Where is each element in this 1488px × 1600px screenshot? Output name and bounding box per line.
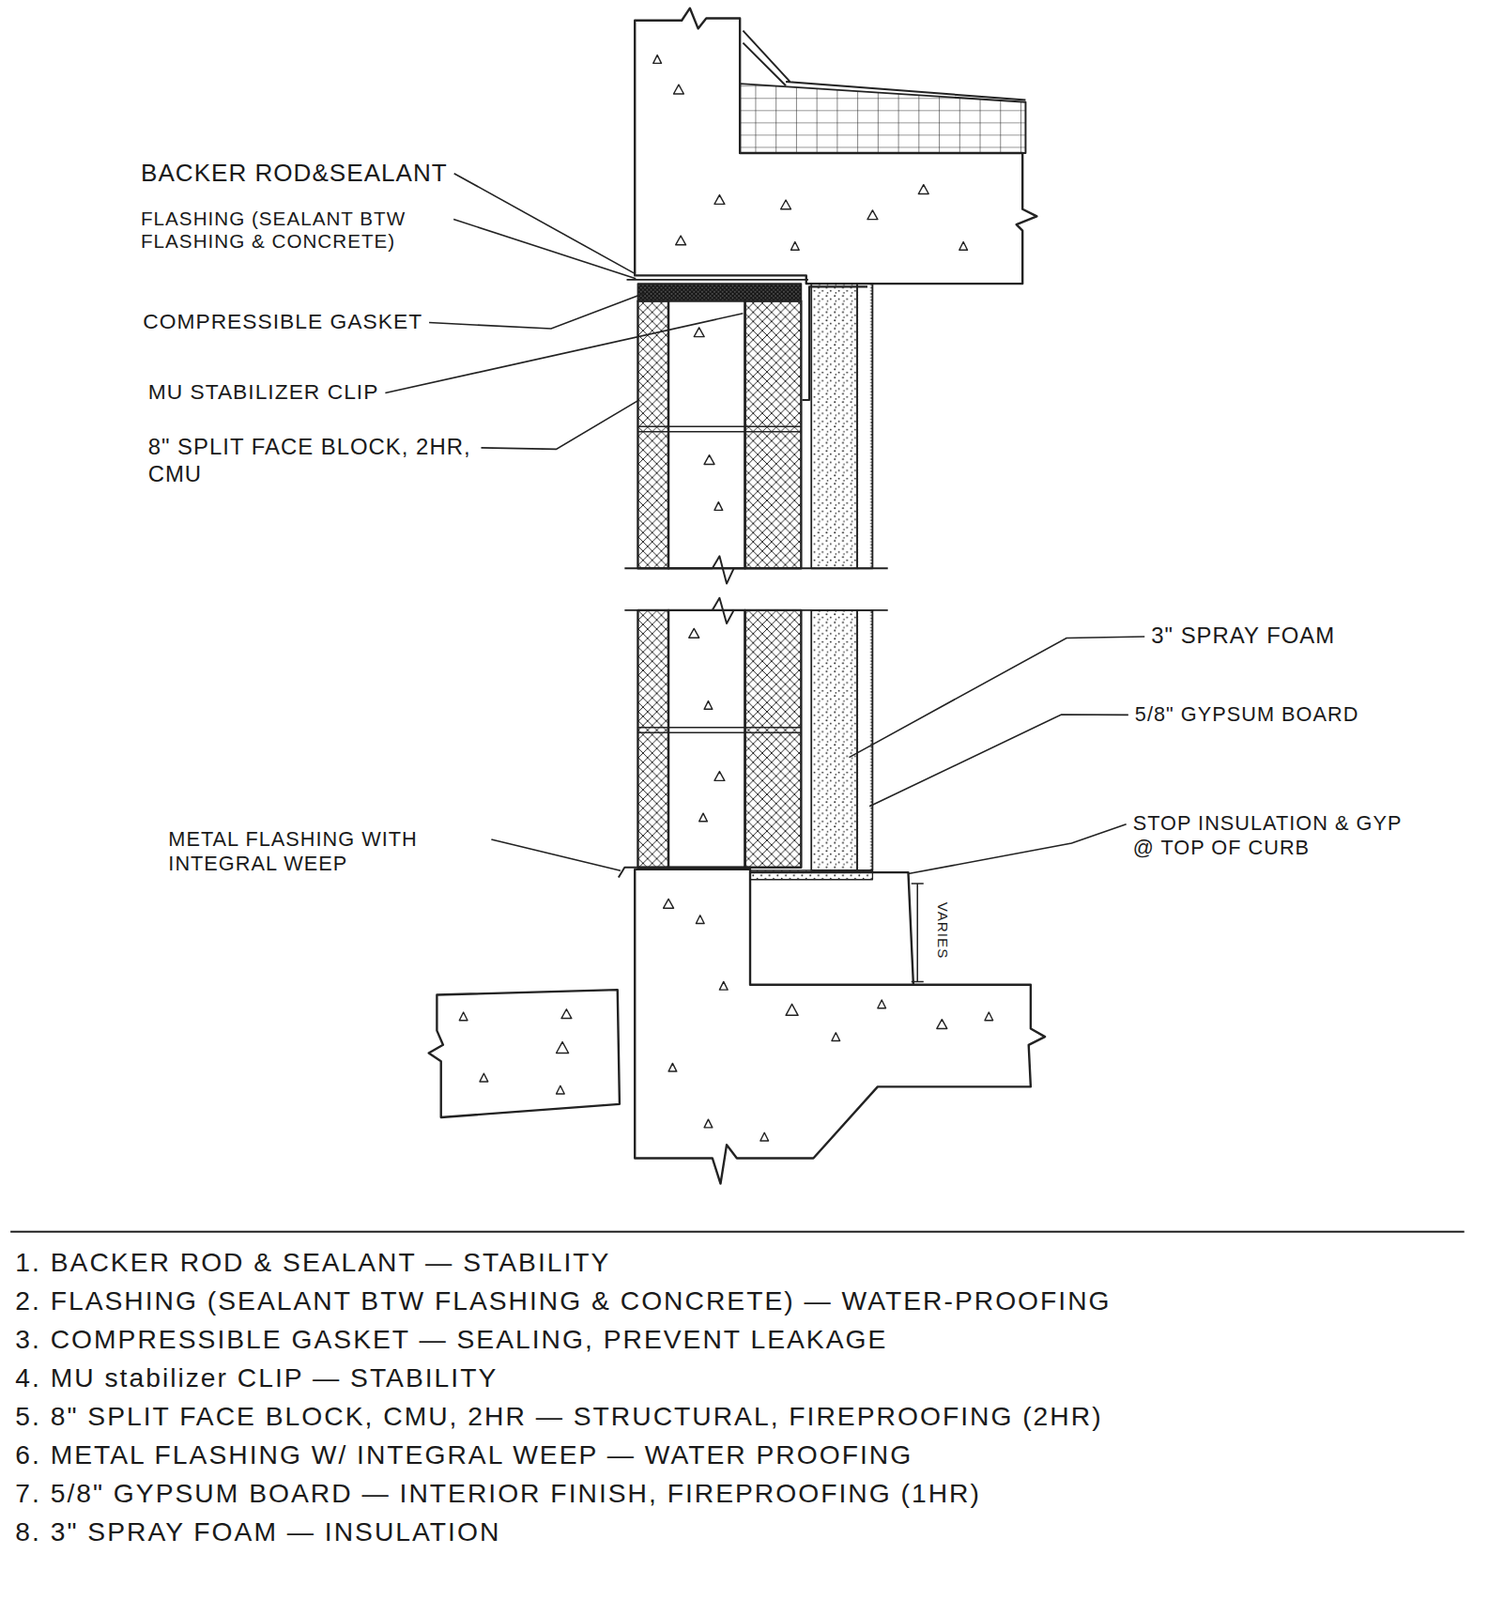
cmu-core (668, 301, 746, 569)
leader-line (453, 218, 636, 278)
callout-label: METAL FLASHING WITH INTEGRAL WEEP (168, 827, 485, 876)
leader-line (869, 714, 1129, 807)
dimension-label: VARIES (934, 902, 952, 960)
leader-line (429, 292, 645, 329)
callout-label: COMPRESSIBLE GASKET (142, 308, 423, 335)
leader-line (490, 839, 621, 871)
insulation-stop (750, 870, 873, 880)
stabilizer-clip (801, 286, 868, 400)
compressible-gasket (637, 283, 801, 301)
legend-note: 2. FLASHING (SEALANT BTW FLASHING & CONC… (15, 1285, 1111, 1318)
spray-foam (811, 283, 858, 568)
legend-note: 6. METAL FLASHING W/ INTEGRAL WEEP — WAT… (15, 1439, 913, 1472)
callout-label: FLASHING (SEALANT BTW FLASHING & CONCRET… (140, 207, 447, 255)
gypsum-board (857, 610, 873, 871)
dimension-line (911, 883, 924, 982)
mortar-joint (637, 727, 801, 733)
break-line (624, 598, 888, 624)
mortar-joint (637, 426, 801, 431)
exterior-slab (429, 989, 620, 1118)
leader-line (454, 173, 635, 275)
legend-note: 8. 3" SPRAY FOAM — INSULATION (15, 1516, 501, 1549)
spray-foam (811, 610, 858, 871)
callout-label: 8" SPLIT FACE BLOCK, 2HR, CMU (148, 433, 476, 488)
legend-note: 5. 8" SPLIT FACE BLOCK, CMU, 2HR — STRUC… (15, 1400, 1103, 1433)
curb (750, 872, 914, 985)
callout-label: MU STABILIZER CLIP (148, 379, 380, 405)
leader-line (384, 313, 743, 394)
flashing (627, 278, 809, 281)
break-line (624, 555, 888, 583)
legend-note: 7. 5/8" GYPSUM BOARD — INTERIOR FINISH, … (15, 1477, 982, 1510)
callout-label: 3" SPRAY FOAM (1150, 622, 1335, 650)
cmu-inner-shell (745, 301, 802, 569)
foundation (634, 869, 1045, 1184)
divider-rule (10, 1230, 1465, 1233)
concrete-aggregate (459, 55, 993, 1141)
leader-line (908, 824, 1127, 875)
legend-note: 3. COMPRESSIBLE GASKET — SEALING, PREVEN… (15, 1323, 888, 1356)
metal-flashing (618, 867, 752, 878)
legend-note: 1. BACKER ROD & SEALANT — STABILITY (15, 1246, 611, 1279)
roof-slab (634, 8, 1037, 284)
cmu-core (668, 610, 746, 868)
cmu-face-shell (637, 610, 669, 868)
cmu-inner-shell (745, 610, 802, 868)
roof-insulation (739, 83, 1026, 154)
leader-line (848, 636, 1145, 758)
callout-label: 5/8" GYPSUM BOARD (1135, 702, 1360, 727)
legend-note: 4. MU stabilizer CLIP — STABILITY (15, 1362, 498, 1395)
callout-label: STOP INSULATION & GYP @ TOP OF CURB (1133, 811, 1429, 860)
gypsum-board (857, 283, 873, 568)
leader-line (480, 399, 639, 449)
cmu-face-shell (637, 301, 669, 569)
roof-membrane (742, 30, 1026, 101)
callout-label: BACKER ROD&SEALANT (140, 158, 448, 188)
